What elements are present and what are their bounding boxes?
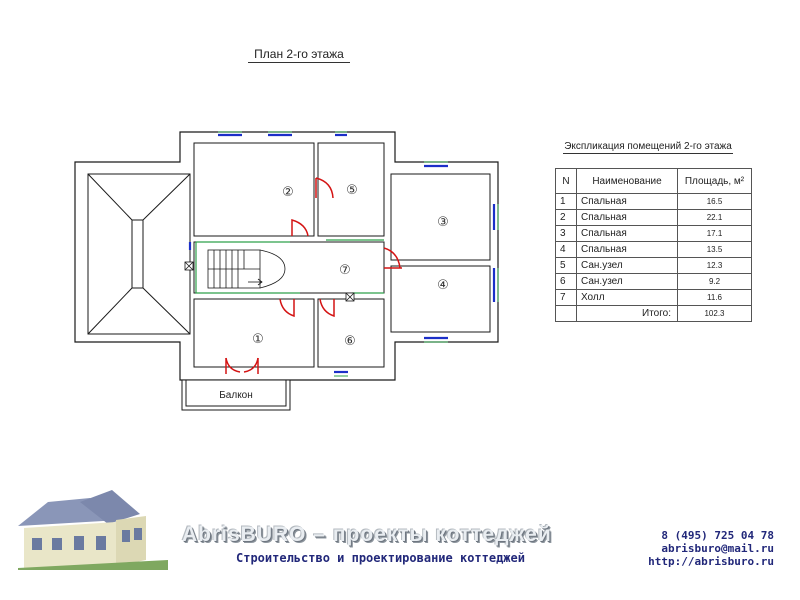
roof-area [87,173,191,335]
windows [188,131,499,377]
room-4 [390,265,491,333]
row-name: Спальная [576,241,678,258]
table-row: 5 Сан.узел 12.3 [555,257,752,274]
contact-email[interactable]: abrisburo@mail.ru [661,542,774,555]
window [188,164,496,374]
table-row: 3 Спальная 17.1 [555,225,752,242]
explication-table: N Наименование Площадь, м² 1 Спальная 16… [555,168,752,322]
row-num: 5 [555,257,577,274]
table-row: 6 Сан.узел 9.2 [555,273,752,290]
row-area: 17.1 [677,225,752,242]
row-name: Холл [576,289,678,306]
vent-icon [184,261,355,302]
table-row: 1 Спальная 16.5 [555,193,752,210]
room-3 [390,173,491,261]
row-area: 13.5 [677,241,752,258]
table-row: 2 Спальная 22.1 [555,209,752,226]
contact-phone: 8 (495) 725 04 78 [661,529,774,542]
row-name: Спальная [576,225,678,242]
room-number-4: ④ [437,278,449,293]
row-area: 16.5 [677,193,752,210]
staircase [207,249,286,289]
house-logo-icon [18,490,168,570]
room-number-2: ② [282,185,294,200]
brand-subtitle: Строительство и проектирование коттеджей [236,551,525,565]
rooms [87,142,491,368]
row-num: 4 [555,241,577,258]
room-6 [317,298,385,368]
room-number-3: ③ [437,215,449,230]
header-area: Площадь, м² [677,168,752,194]
railings [195,239,384,294]
window-frame [218,131,499,377]
row-name: Сан.узел [576,257,678,274]
row-num: 3 [555,225,577,242]
room-number-5: ⑤ [346,183,358,198]
brand-name: AbrisBURO – проекты коттеджей [182,523,552,546]
row-area: 9.2 [677,273,752,290]
room-number-labels: ① ② ③ ④ ⑤ ⑥ ⑦ [252,183,449,349]
row-num: 7 [555,289,577,306]
total-label: Итого: [576,305,678,322]
explication-title: Экспликация помещений 2-го этажа [563,141,733,154]
roof-lines [87,173,191,335]
row-area: 22.1 [677,209,752,226]
table-row: 4 Спальная 13.5 [555,241,752,258]
table-total-row: Итого: 102.3 [555,305,752,322]
row-num [555,305,577,322]
row-name: Спальная [576,209,678,226]
doors [225,177,402,374]
table-header-row: N Наименование Площадь, м² [555,168,752,194]
balcony-label: Балкон [219,390,253,401]
row-num: 6 [555,273,577,290]
plan-title: План 2-го этажа [248,47,350,63]
contact-site[interactable]: http://abrisburo.ru [648,555,774,568]
table-row: 7 Холл 11.6 [555,289,752,306]
room-number-7: ⑦ [339,263,351,278]
room-number-6: ⑥ [344,334,356,349]
row-name: Сан.узел [576,273,678,290]
row-num: 1 [555,193,577,210]
header-name: Наименование [576,168,678,194]
row-num: 2 [555,209,577,226]
balcony [181,379,291,411]
header-num: N [555,168,577,194]
room-5 [317,142,385,237]
total-value: 102.3 [677,305,752,322]
room-number-1: ① [252,332,264,347]
row-area: 12.3 [677,257,752,274]
row-area: 11.6 [677,289,752,306]
row-name: Спальная [576,193,678,210]
